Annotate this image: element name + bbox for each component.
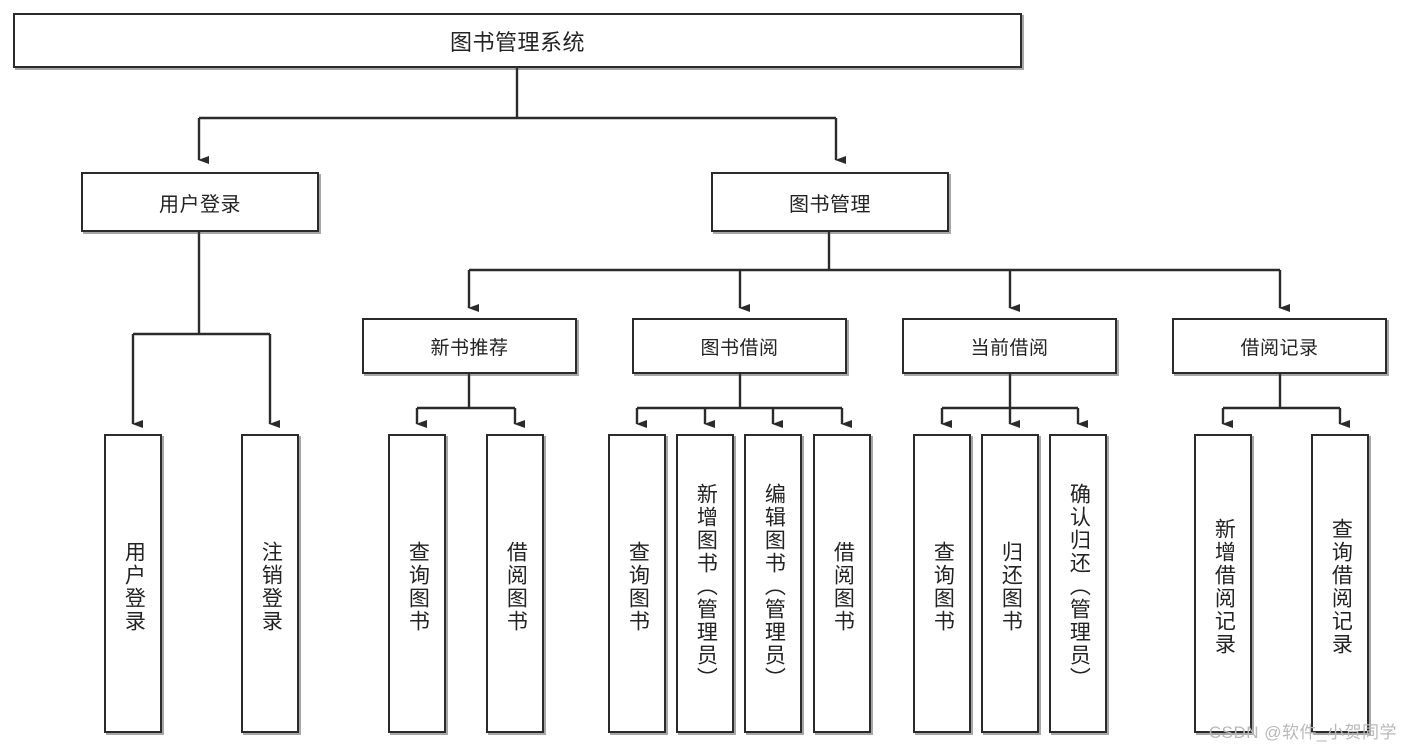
node-book-management[interactable]: 图书管理 (711, 172, 949, 232)
leaf-label: 新增图书（管理员） (694, 483, 718, 690)
node-root[interactable]: 图书管理系统 (13, 13, 1022, 68)
leaf-book-borrow-add[interactable]: 新增图书（管理员） (676, 434, 734, 733)
node-borrow-record-label: 借阅记录 (1240, 337, 1319, 359)
leaf-new-book-borrow[interactable]: 借阅图书 (486, 434, 544, 733)
leaf-label: 查询图书 (626, 540, 650, 633)
leaf-label: 注销登录 (259, 540, 283, 633)
leaf-book-borrow-query[interactable]: 查询图书 (608, 434, 666, 733)
leaf-label: 借阅图书 (831, 540, 855, 633)
node-user-login[interactable]: 用户登录 (81, 172, 319, 232)
node-book-management-label: 图书管理 (789, 193, 871, 216)
node-user-login-label: 用户登录 (159, 193, 241, 216)
node-book-borrow-label: 图书借阅 (700, 337, 779, 359)
node-book-borrow[interactable]: 图书借阅 (632, 318, 847, 374)
leaf-current-borrow-return[interactable]: 归还图书 (981, 434, 1039, 733)
leaf-current-borrow-confirm[interactable]: 确认归还（管理员） (1049, 434, 1107, 733)
leaf-label: 借阅图书 (504, 540, 528, 633)
node-current-borrow[interactable]: 当前借阅 (902, 318, 1117, 374)
node-current-borrow-label: 当前借阅 (970, 337, 1049, 359)
leaf-user-login-logout[interactable]: 注销登录 (241, 434, 299, 733)
leaf-borrow-record-add[interactable]: 新增借阅记录 (1194, 434, 1252, 733)
watermark-text: CSDN @软件_小贺同学 (1208, 723, 1397, 742)
leaf-label: 归还图书 (999, 540, 1023, 633)
leaf-label: 确认归还（管理员） (1067, 483, 1091, 690)
leaf-label: 查询借阅记录 (1329, 517, 1353, 656)
leaf-user-login-login[interactable]: 用户登录 (104, 434, 162, 733)
leaf-label: 新增借阅记录 (1212, 517, 1236, 656)
node-borrow-record[interactable]: 借阅记录 (1172, 318, 1387, 374)
node-root-label: 图书管理系统 (449, 29, 585, 55)
leaf-new-book-query[interactable]: 查询图书 (388, 434, 446, 733)
leaf-label: 编辑图书（管理员） (762, 483, 786, 690)
leaf-book-borrow-edit[interactable]: 编辑图书（管理员） (744, 434, 802, 733)
leaf-label: 查询图书 (931, 540, 955, 633)
leaf-book-borrow-borrow[interactable]: 借阅图书 (813, 434, 871, 733)
leaf-current-borrow-query[interactable]: 查询图书 (913, 434, 971, 733)
node-new-book-recommend-label: 新书推荐 (430, 337, 509, 359)
leaf-borrow-record-query[interactable]: 查询借阅记录 (1311, 434, 1369, 733)
leaf-label: 用户登录 (122, 540, 146, 633)
leaf-label: 查询图书 (406, 540, 430, 633)
node-new-book-recommend[interactable]: 新书推荐 (362, 318, 577, 374)
